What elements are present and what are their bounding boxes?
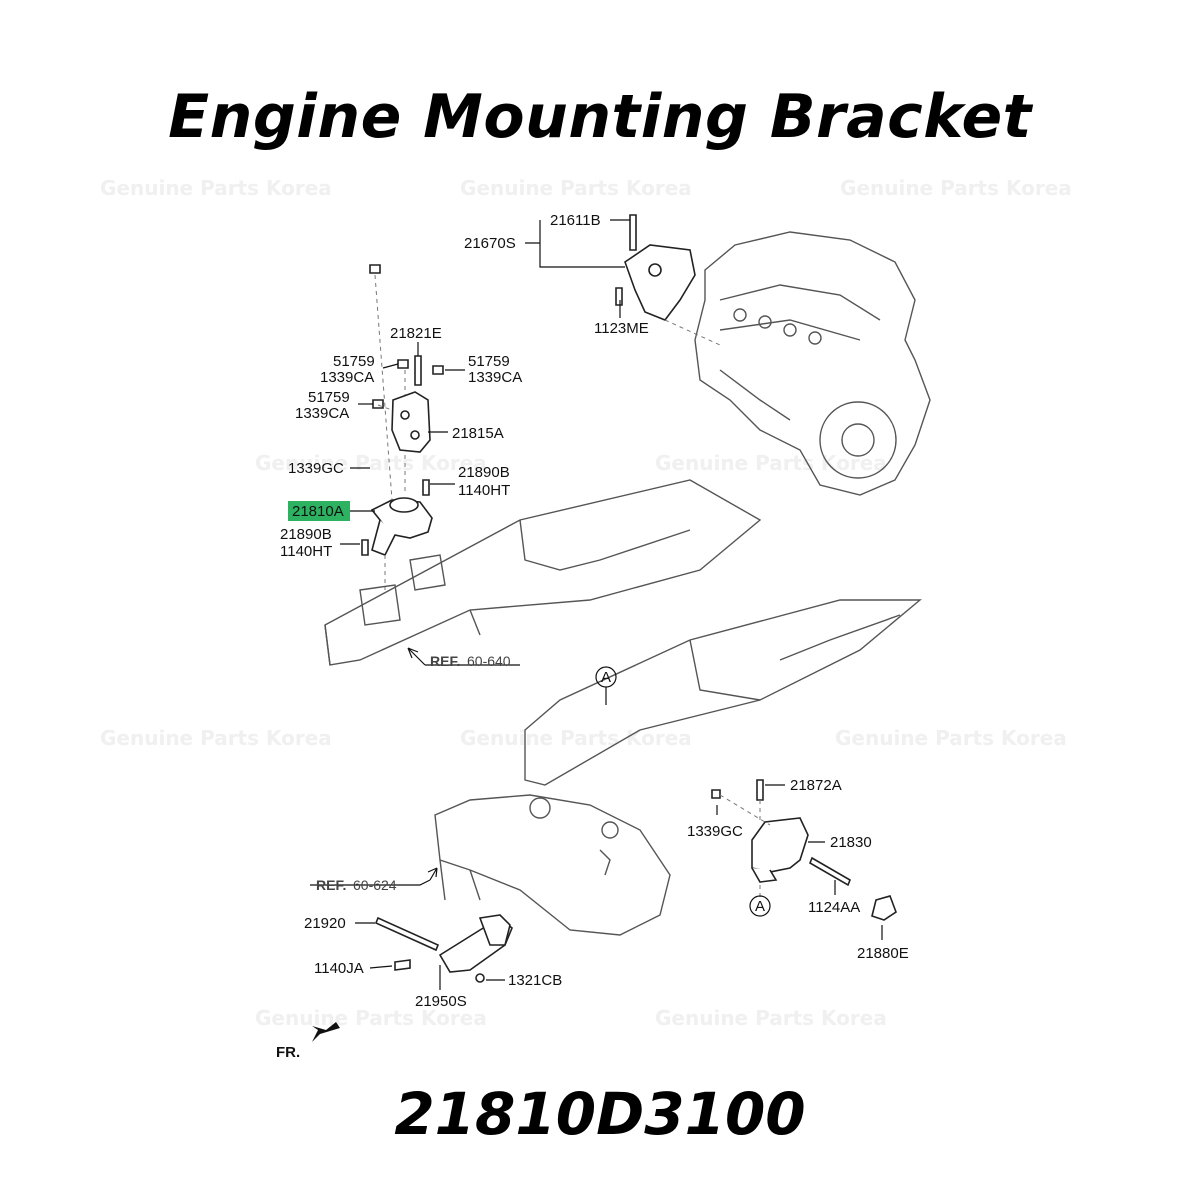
watermark: Genuine Parts Korea <box>255 1006 487 1030</box>
watermark: Genuine Parts Korea <box>840 176 1072 200</box>
watermarks: Genuine Parts Korea Genuine Parts Korea … <box>100 176 1072 1030</box>
label-21830: 21830 <box>830 834 872 851</box>
label-1140ht: 1140HT <box>280 543 332 560</box>
watermark: Genuine Parts Korea <box>460 726 692 750</box>
label-21890b: 21890B <box>458 464 510 481</box>
circle-letter-a: A <box>755 898 765 915</box>
ref-prefix: REF. <box>316 877 346 893</box>
label-21821e: 21821E <box>390 325 442 342</box>
engine-bracket-21670s <box>615 214 696 321</box>
engine-mount-21810a <box>361 264 433 557</box>
engine-block-sketch <box>694 231 931 496</box>
label-51759: 51759 <box>468 353 510 370</box>
label-1339ca: 1339CA <box>295 405 349 422</box>
label-21880e: 21880E <box>857 945 909 962</box>
label-21950s: 21950S <box>415 993 467 1010</box>
front-label: FR. <box>276 1044 300 1061</box>
frame-rail-sketch <box>324 479 922 786</box>
part-labels: 21611B 21670S 1123ME 21821E 51759 1339CA… <box>276 212 909 1061</box>
label-21815a: 21815A <box>452 425 504 442</box>
ref-prefix: REF. <box>430 653 460 669</box>
label-1123me: 1123ME <box>594 320 649 337</box>
label-21611b: 21611B <box>550 212 601 229</box>
watermark: Genuine Parts Korea <box>835 726 1067 750</box>
label-1124aa: 1124AA <box>808 899 860 916</box>
label-1339gc: 1339GC <box>288 460 344 477</box>
label-21920: 21920 <box>304 915 346 932</box>
front-direction-arrow-icon <box>312 1022 340 1042</box>
watermark: Genuine Parts Korea <box>655 451 887 475</box>
page-title: Engine Mounting Bracket <box>168 82 1032 152</box>
label-1339ca: 1339CA <box>320 369 374 386</box>
highlight-box <box>288 501 350 521</box>
ref-value: 60-624 <box>353 877 397 893</box>
label-51759: 51759 <box>333 353 375 370</box>
label-21872a: 21872A <box>790 777 842 794</box>
label-1339gc: 1339GC <box>687 823 743 840</box>
watermark: Genuine Parts Korea <box>460 176 692 200</box>
mount-bracket-21815a <box>372 355 444 453</box>
label-51759: 51759 <box>308 389 350 406</box>
subframe-sketch <box>434 794 671 936</box>
part-number: 21810D3100 <box>394 1080 806 1148</box>
label-1140ja: 1140JA <box>314 960 364 977</box>
watermark: Genuine Parts Korea <box>255 451 487 475</box>
reference-circle-a <box>595 666 617 688</box>
watermark: Genuine Parts Korea <box>100 176 332 200</box>
leader-lines <box>310 219 883 990</box>
arrow-icon <box>407 647 438 881</box>
label-1321cb: 1321CB <box>508 972 562 989</box>
reference-circle-a <box>749 895 771 917</box>
label-1339ca: 1339CA <box>468 369 522 386</box>
label-21670s: 21670S <box>464 235 516 252</box>
label-21890b: 21890B <box>280 526 332 543</box>
label-21810a: 21810A <box>292 503 344 520</box>
label-1140ht: 1140HT <box>458 482 510 499</box>
ref-value: 60-640 <box>467 653 511 669</box>
roll-stopper-21950s <box>374 914 513 983</box>
circle-letter-a: A <box>601 669 611 686</box>
watermark: Genuine Parts Korea <box>100 726 332 750</box>
watermark: Genuine Parts Korea <box>655 1006 887 1030</box>
transmission-mount-21830 <box>711 779 897 921</box>
